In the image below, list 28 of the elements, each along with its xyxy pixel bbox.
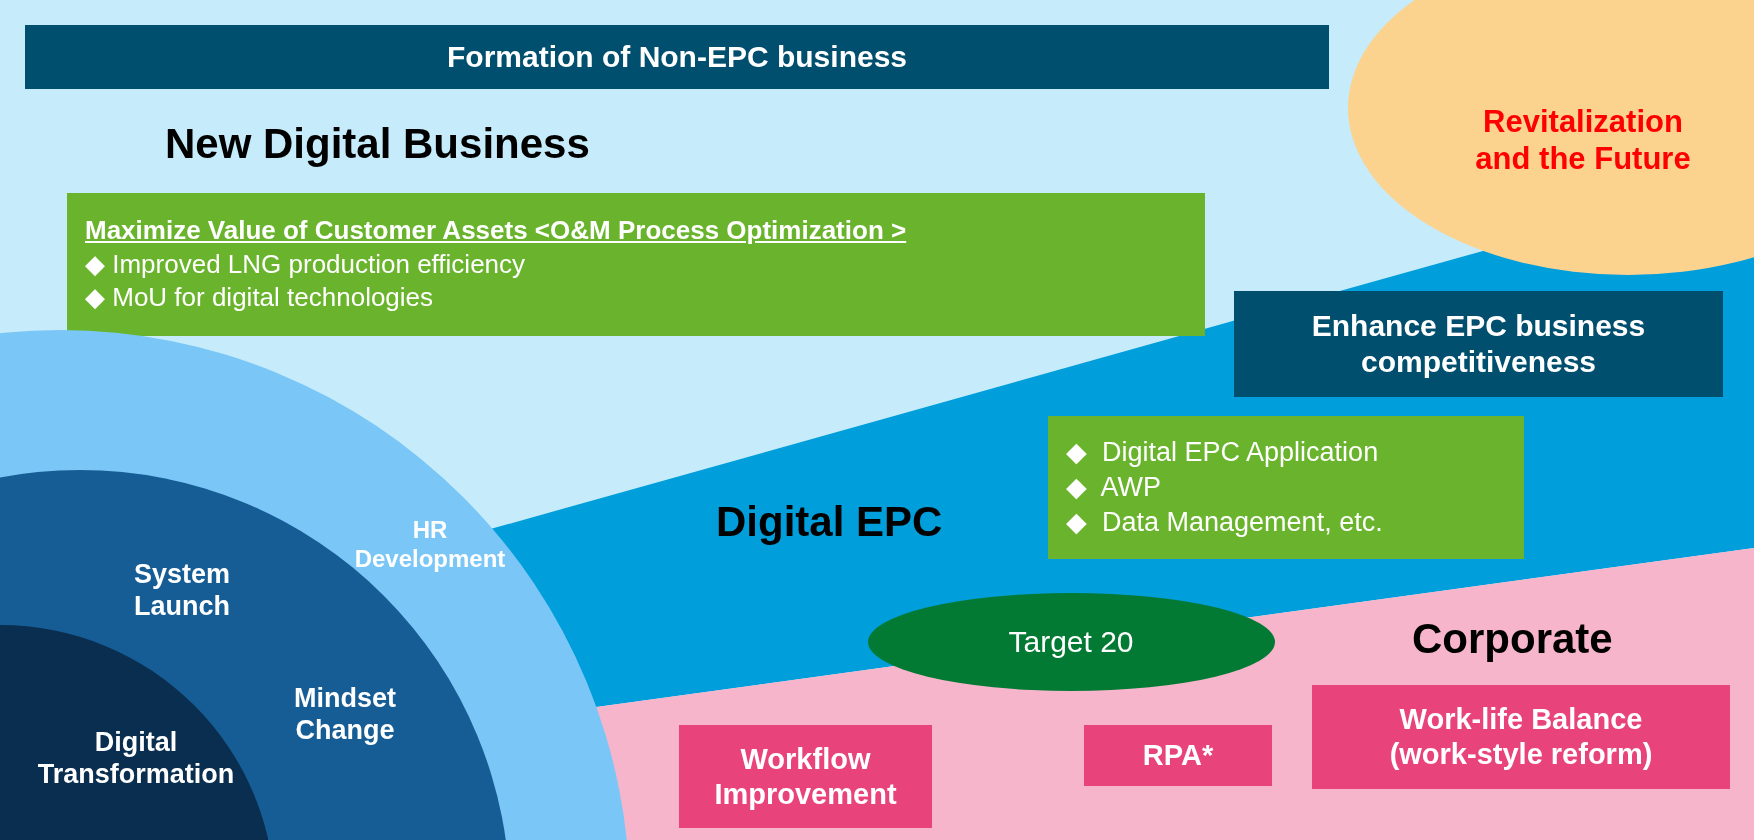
box-text: Workflow Improvement: [713, 741, 898, 812]
process-box: [679, 725, 932, 828]
box-text: Enhance EPC business competitiveness: [1310, 308, 1647, 380]
bullet-item: ◆ Digital EPC Application: [1066, 435, 1380, 469]
text-panel: [1048, 416, 1524, 559]
shape-text: Mindset Change: [293, 681, 397, 747]
shape-text: Target 20: [1007, 624, 1135, 660]
shape-text: Digital Transformation: [36, 725, 236, 791]
bullet-item: ◆ MoU for digital technologies: [85, 281, 435, 315]
text-panel: [67, 193, 1205, 336]
panel-heading: Maximize Value of Customer Assets <O&M Process Optimization >: [85, 213, 908, 247]
heading-box: [1234, 291, 1723, 397]
shape-text: System Launch: [132, 557, 232, 623]
process-box: [1084, 725, 1272, 786]
box-text: Work-life Balance (work-style reform): [1388, 702, 1654, 772]
process-box: [1312, 685, 1730, 789]
box-text: Formation of Non-EPC business: [447, 39, 907, 75]
bullet-item: ◆ Data Management, etc.: [1066, 506, 1384, 540]
title-banner: [25, 25, 1329, 89]
bullet-item: ◆ AWP: [1066, 470, 1162, 504]
bullet-item: ◆ Improved LNG production efficiency: [85, 247, 527, 281]
section-heading: Corporate: [1412, 615, 1613, 663]
box-text: RPA*: [1142, 738, 1214, 773]
section-heading: Digital EPC: [716, 498, 943, 546]
shape-text: HR Development: [353, 516, 507, 574]
shape-text: Revitalization and the Future: [1474, 102, 1692, 178]
arc-band: [0, 330, 630, 840]
section-heading: New Digital Business: [165, 120, 590, 168]
